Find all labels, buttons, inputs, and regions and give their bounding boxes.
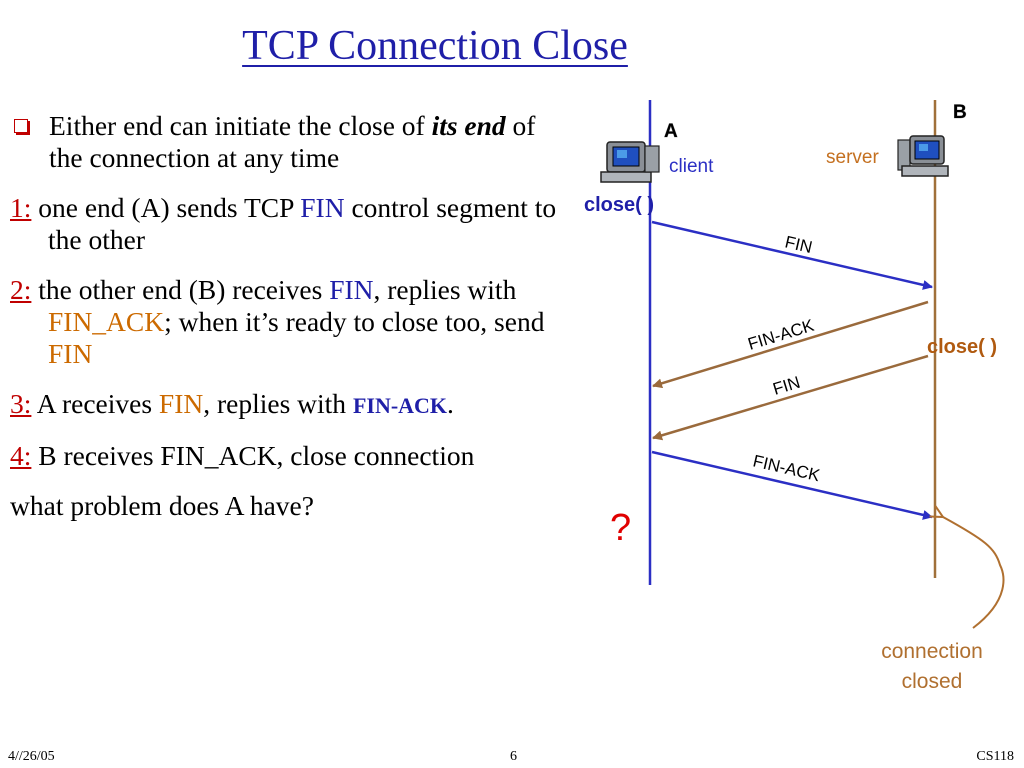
server-computer-icon <box>897 135 949 177</box>
finack-label-1: FIN-ACK <box>746 316 817 354</box>
step-number: 2: <box>10 274 32 305</box>
connection-closed-arrow <box>943 517 1005 629</box>
step-4: 4: B receives FIN_ACK, close connection <box>10 440 475 471</box>
connection-closed-label-2: closed <box>902 670 963 693</box>
step-number: 4: <box>10 440 32 471</box>
step-2: 2: the other end (B) receives FIN, repli… <box>10 274 545 369</box>
step-1: 1: one end (A) sends TCP FIN control seg… <box>10 192 557 255</box>
finack-label-2: FIN-ACK <box>751 451 822 485</box>
checkbox-bullet-icon <box>14 119 31 136</box>
step-3: 3: A receives FIN, replies with FIN-ACK. <box>10 388 454 419</box>
host-b-label: B <box>953 102 967 123</box>
slide-title: TCP Connection Close <box>242 23 628 69</box>
connection-closed-label-1: connection <box>881 640 983 663</box>
footer-course: CS118 <box>976 749 1014 764</box>
client-label: client <box>669 156 714 177</box>
finack-arrow-a-to-b <box>651 450 933 520</box>
fin-label-1: FIN <box>783 232 814 257</box>
footer-page-number: 6 <box>510 749 517 764</box>
server-label: server <box>826 147 879 168</box>
emphasis-its-end: its end <box>431 110 506 141</box>
bullet-either-end: Either end can initiate the close of its… <box>10 110 570 174</box>
close-a-label: close( ) <box>584 194 654 216</box>
close-b-label: close( ) <box>927 336 997 358</box>
fin-arrow-b-to-a <box>652 354 929 441</box>
footer-date: 4//26/05 <box>8 749 55 764</box>
question-mark: ? <box>610 507 631 549</box>
step-number: 1: <box>10 192 32 223</box>
client-computer-icon <box>600 141 660 183</box>
step-number: 3: <box>10 388 32 419</box>
bullet-list: Either end can initiate the close of its… <box>10 110 570 540</box>
fin-arrow-a-to-b <box>651 220 933 290</box>
host-a-label: A <box>664 121 678 142</box>
question-text: what problem does A have? <box>10 490 314 521</box>
fin-label-2: FIN <box>771 373 803 399</box>
finack-arrow-b-to-a <box>652 300 929 389</box>
